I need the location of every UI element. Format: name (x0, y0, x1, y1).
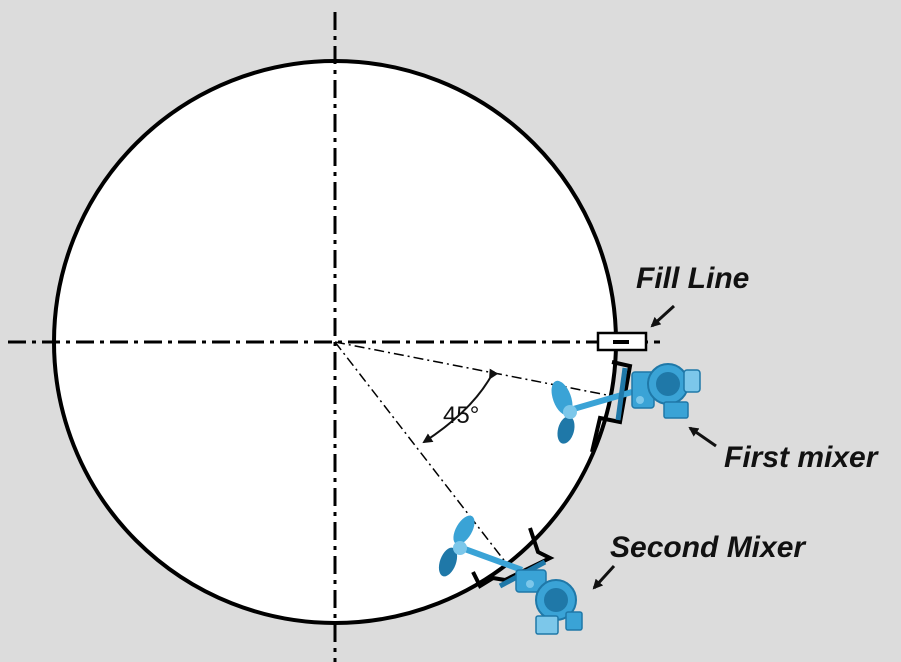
second-mixer-angle-line (334, 341, 511, 569)
fill-line-label: Fill Line (636, 262, 749, 295)
second-mixer-label: Second Mixer (610, 531, 807, 564)
second-mixer-arrow (592, 564, 616, 590)
first-mixer (551, 363, 701, 444)
fill-line-marker (596, 331, 648, 352)
second-mixer-motor (515, 569, 583, 635)
second-mixer (438, 515, 583, 635)
angle-label: 45° (443, 402, 479, 429)
angle-dimension-arc (422, 368, 499, 444)
first-mixer-arrow (688, 426, 717, 448)
fill-line-arrow (650, 304, 676, 328)
first-mixer-label: First mixer (724, 441, 880, 474)
first-mixer-nozzle-notch (590, 360, 633, 453)
second-mixer-nozzle-notch (471, 527, 555, 589)
first-mixer-motor (631, 363, 701, 419)
first-mixer-propeller (551, 380, 577, 444)
second-mixer-propeller (438, 515, 475, 577)
